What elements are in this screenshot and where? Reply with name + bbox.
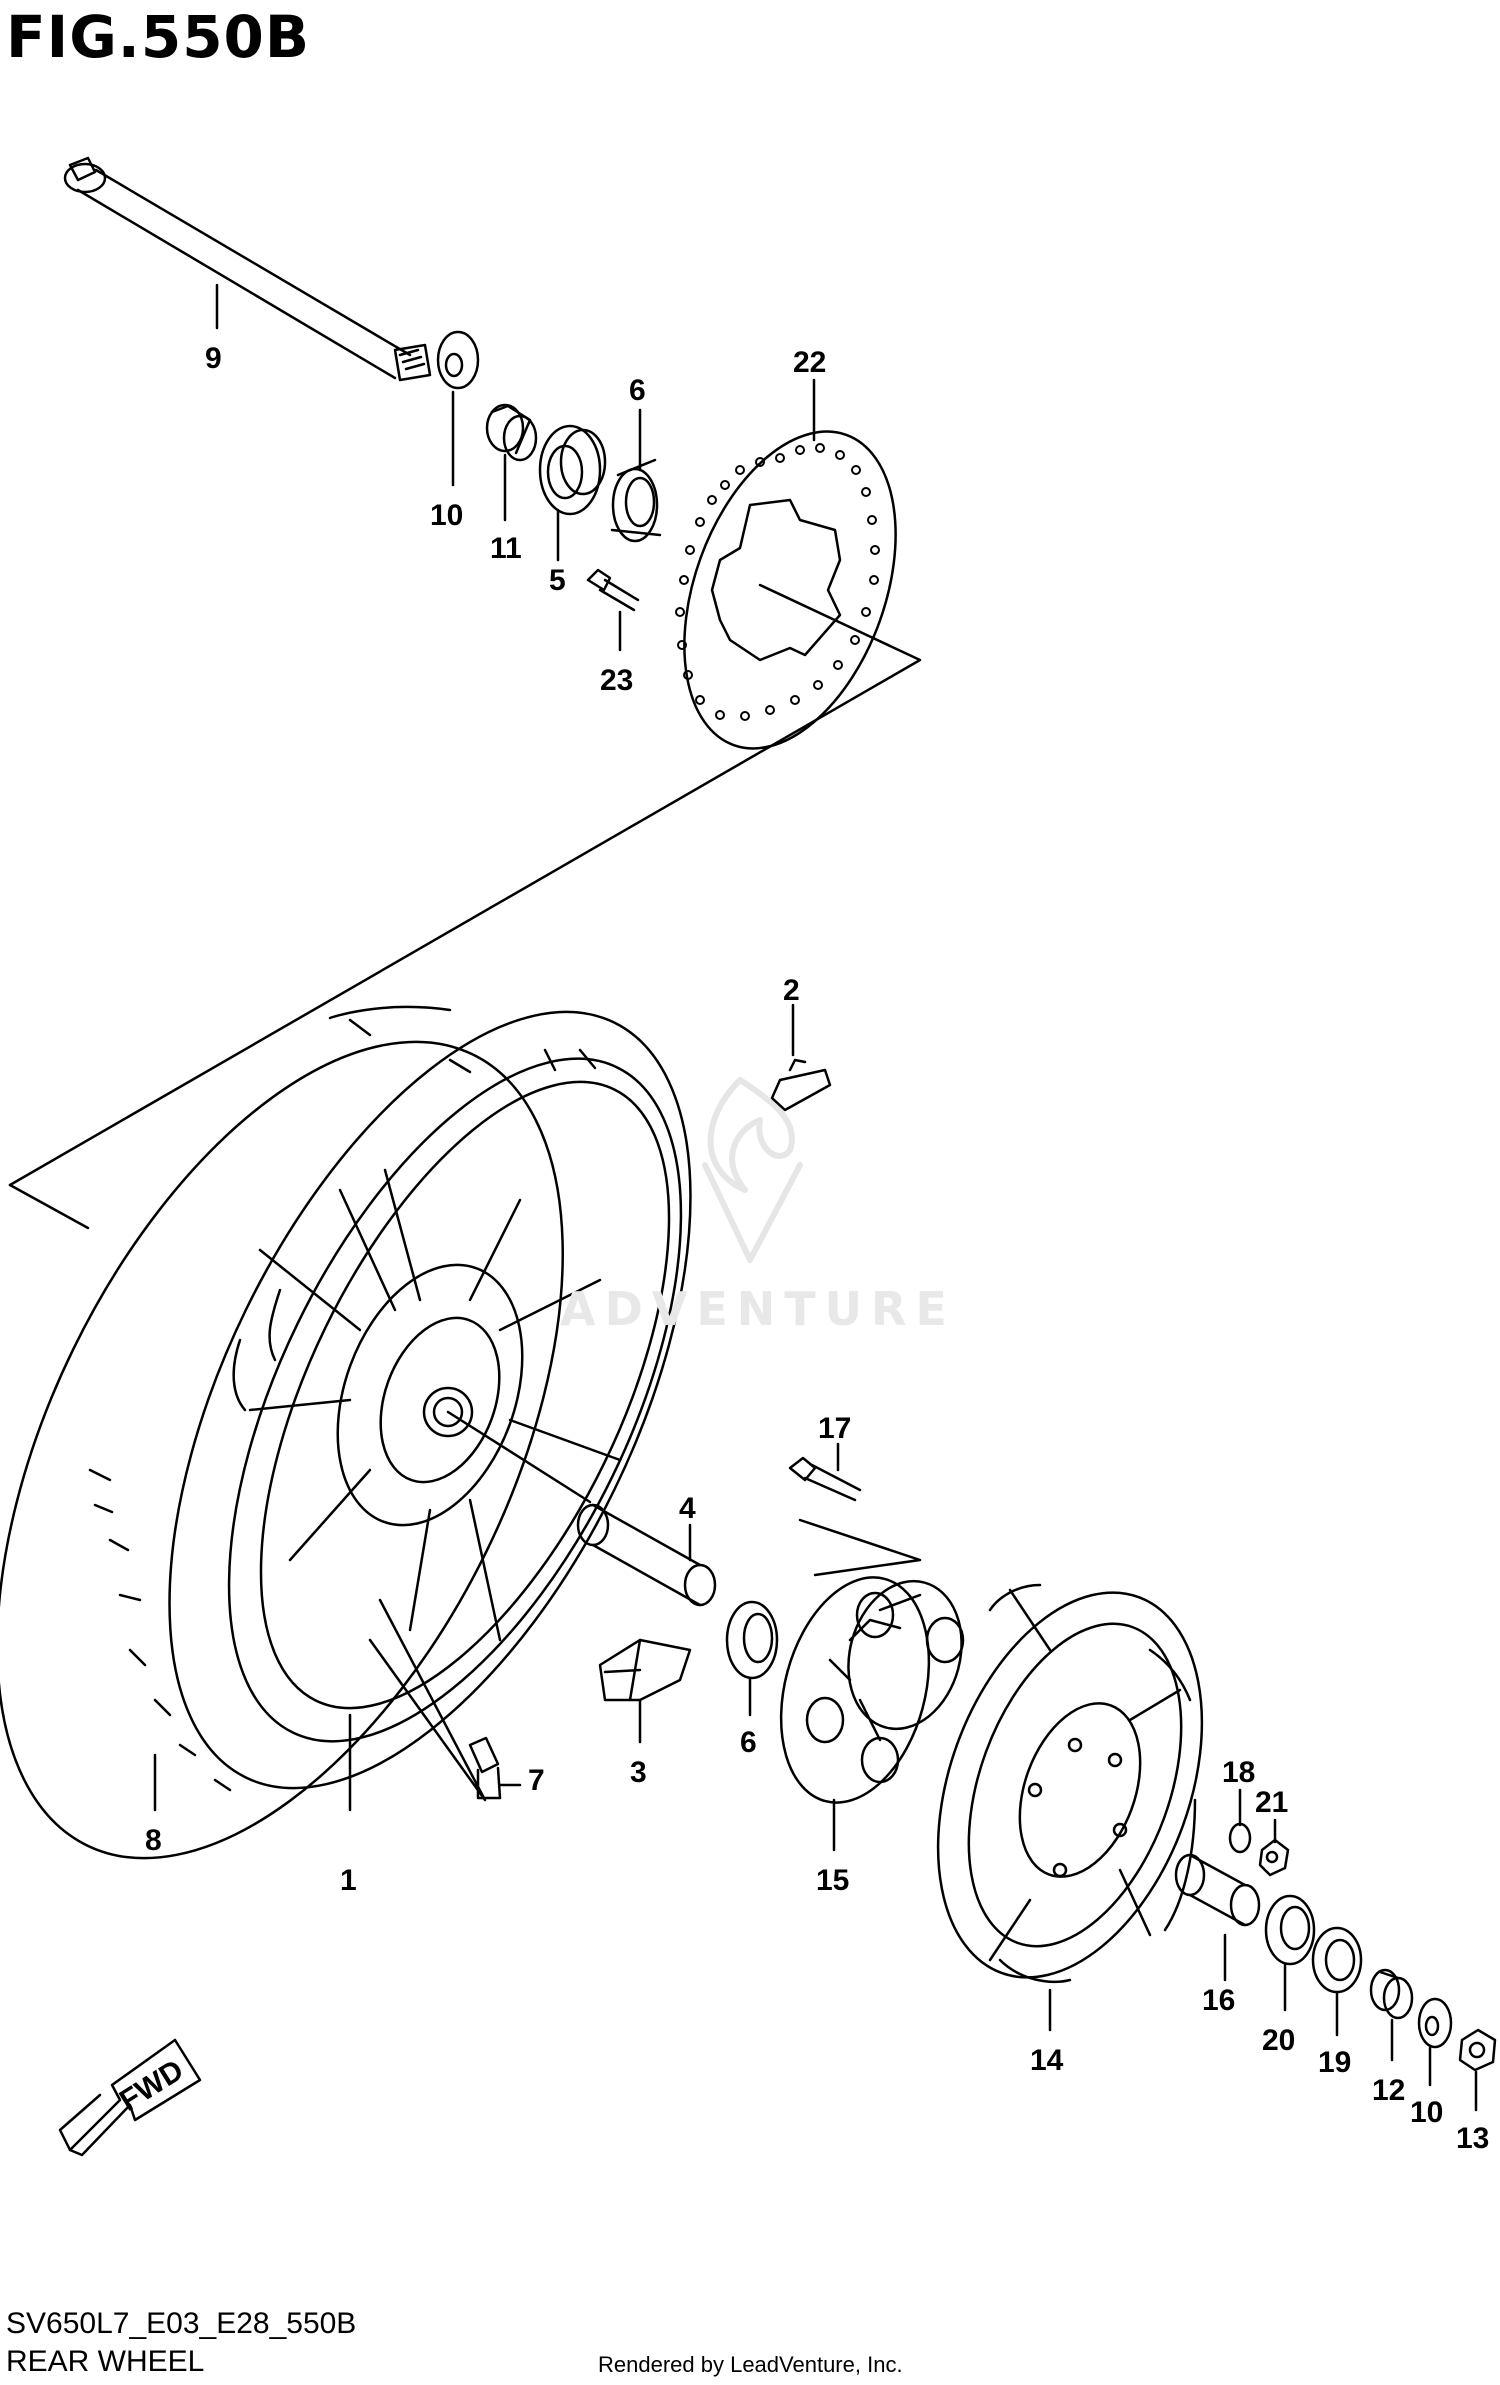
callout-17: 17 [818,1412,851,1445]
callout-6-right: 6 [740,1726,757,1759]
sprocket-washer [1228,1822,1252,1854]
callout-14: 14 [1030,2044,1064,2077]
rear-axle [63,156,432,382]
rear-tire [0,1005,692,1860]
callout-11: 11 [490,532,522,565]
bearing-left [610,458,662,543]
watermark-logo [702,1077,803,1263]
spacer-right [1369,1968,1414,2020]
balance-weight [770,1058,832,1112]
sprocket-mount-bolt [788,1456,862,1502]
callout-5: 5 [549,564,566,597]
callout-6-left: 6 [629,374,646,407]
watermark-text: ADVENTURE [560,1282,956,1336]
brake-disc-bolt [586,568,640,612]
forward-direction-arrow: FWD [58,2038,202,2157]
rear-brake-disc [675,430,897,750]
tire-valve [468,1736,502,1800]
axle-washer-right [1417,1997,1453,2049]
callout-9: 9 [205,342,222,375]
callout-2: 2 [783,974,800,1007]
render-credit: Rendered by LeadVenture, Inc. [598,2352,903,2377]
callout-7: 7 [528,1764,545,1797]
callout-18: 18 [1222,1756,1255,1789]
assembly-guide-lines [8,583,922,1577]
sprocket-oil-seal [1311,1926,1363,1994]
callout-21: 21 [1255,1786,1288,1819]
callout-16: 16 [1202,1984,1235,2017]
rear-wheel-rim [227,1057,683,1743]
sprocket-bearing [1264,1894,1316,1966]
sprocket-nut [1258,1838,1290,1877]
leader-lines [153,283,1478,2112]
callout-10-left: 10 [430,499,463,532]
axle-washer-left [436,330,480,390]
figure-title: FIG.550B [6,3,311,71]
callout-23: 23 [600,664,633,697]
callout-20: 20 [1262,2024,1295,2057]
callout-labels: 9 10 11 5 6 23 22 2 4 17 3 6 7 8 1 15 14… [145,342,1489,2155]
page-subtitle: REAR WHEEL [6,2345,205,2378]
callout-12: 12 [1372,2074,1405,2107]
callout-22: 22 [793,346,826,379]
oil-seal-left [538,424,607,516]
callout-13: 13 [1456,2122,1489,2155]
callout-10-right: 10 [1410,2096,1443,2129]
callout-8: 8 [145,1824,162,1857]
spacer-left [485,403,538,462]
wheel-spacer-tube [446,1410,717,1607]
sprocket-hub [779,1576,965,1804]
bearing-right [725,1600,779,1680]
rear-sprocket [936,1583,1204,1984]
callout-4: 4 [679,1492,696,1525]
cush-damper [598,1638,692,1702]
model-code: SV650L7_E03_E28_550B [6,2307,357,2340]
sprocket-spacer [1174,1853,1261,1927]
callout-15: 15 [816,1864,849,1897]
axle-nut [1458,2028,1497,2072]
callout-19: 19 [1318,2046,1351,2079]
callout-3: 3 [630,1756,647,1789]
callout-1: 1 [340,1864,357,1897]
